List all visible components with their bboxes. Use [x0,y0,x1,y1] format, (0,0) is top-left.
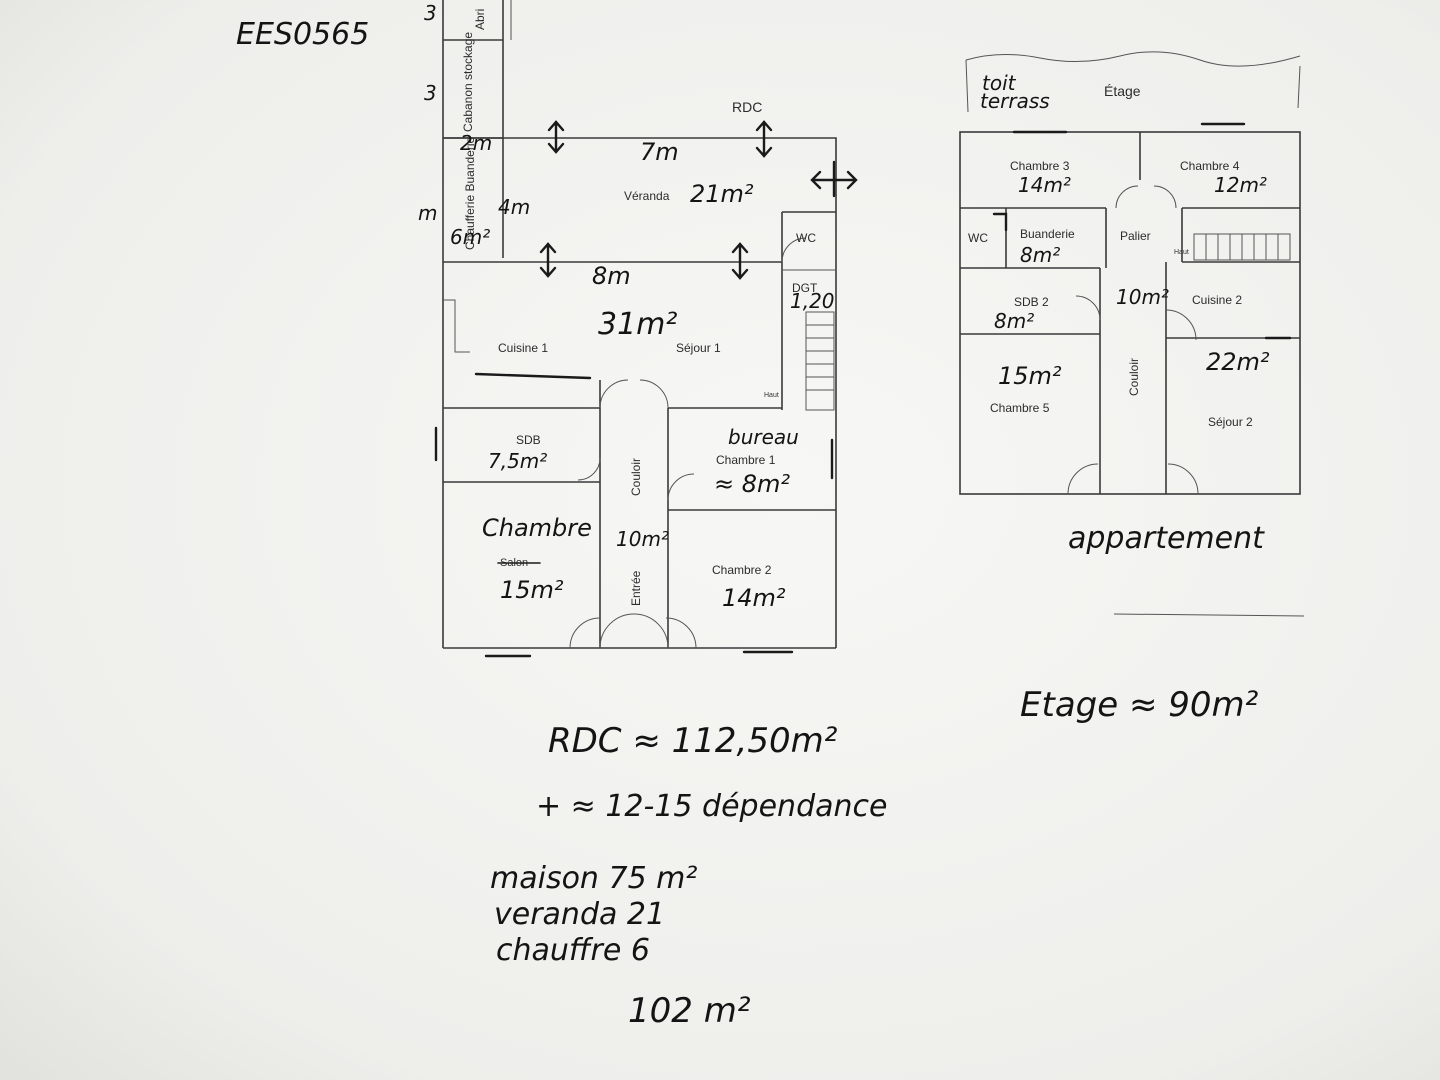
room-wc-etage: WC [968,231,988,245]
hw-salon-area: 15m² [500,576,564,604]
room-etage-title: Étage [1104,83,1141,99]
hw-buanderie-area: 8m² [1020,243,1060,267]
hw-chambre2-area: 14m² [722,584,786,612]
hw-sejour-area: 31m² [598,307,677,342]
room-palier: Palier [1120,229,1151,243]
hw-sdb-area-etage: 8m² [994,309,1034,333]
room-sejour: Séjour 1 [676,341,721,355]
room-cuisine: Cuisine 1 [498,341,548,355]
rdc-stairs-haut: Haut [764,392,779,399]
hw-dim-3b: 3 [424,81,437,105]
etage-plan: toit terrass Étage Haut [959,51,1305,617]
hw-couloir-area: 10m² [616,527,669,551]
hw-etage-caption: appartement [1068,521,1265,556]
total-rdc: RDC ≈ 112,50m² [548,721,838,761]
room-veranda: Véranda [624,189,670,203]
room-chambre2: Chambre 2 [712,563,772,577]
hw-chambre3-area: 14m² [1018,173,1071,197]
room-sdb: SDB [516,433,541,447]
hw-dim-7m: 7m [640,138,679,166]
rdc-plan: Abri Cabanon stockage Chaufferie Buander… [418,0,858,658]
hw-toit: toit [982,71,1017,95]
hw-dgt-dim: 1,20 [790,289,835,313]
room-cabanon: Cabanon stockage [461,32,475,132]
hw-sejour-area-etage: 22m² [1206,348,1270,376]
hw-dim-3a: 3 [424,1,437,25]
room-sdb-etage: SDB 2 [1014,295,1049,309]
hw-sdb-area: 7,5m² [488,449,547,473]
totals: Etage ≈ 90m² RDC ≈ 112,50m² + ≈ 12-15 dé… [490,685,1259,1031]
hw-chambre1-area: ≈ 8m² [714,470,790,498]
total-sum: 102 m² [628,991,751,1031]
hw-terrasse: terrass [980,89,1050,113]
room-chambre5: Chambre 5 [990,401,1050,415]
etage-stairs-haut: Haut [1174,249,1189,256]
room-cuisine-etage: Cuisine 2 [1192,293,1242,307]
hw-arrows [434,120,858,658]
hw-veranda-area: 21m² [690,180,754,208]
room-chaufferie: Chaufferie Buanderie [463,136,477,250]
room-chambre3: Chambre 3 [1010,159,1070,173]
hw-palier-area: 10m² [1116,285,1169,309]
hw-dim-8m: 8m [592,262,631,290]
outbuildings: Abri Cabanon stockage Chaufferie Buander… [442,0,512,258]
ref-code: EES0565 [236,17,369,52]
hw-chambre-label: Chambre [482,514,592,542]
total-veranda: veranda 21 [494,897,665,932]
hw-dim-m-left: m [418,201,437,225]
room-sejour-etage: Séjour 2 [1208,415,1253,429]
hw-chambre4-area: 12m² [1214,173,1267,197]
room-entree: Entrée [629,570,643,606]
hw-chaufferie-dim: 4m [498,195,530,219]
room-couloir: Couloir [629,458,643,496]
total-chaufferie: chauffre 6 [496,933,650,968]
room-chambre1: Chambre 1 [716,453,776,467]
room-chambre4: Chambre 4 [1180,159,1240,173]
hw-chambre5-area: 15m² [998,362,1062,390]
total-etage: Etage ≈ 90m² [1020,685,1259,725]
total-dependance: + ≈ 12-15 dépendance [536,789,887,824]
room-wc: WC [796,231,816,245]
room-buanderie: Buanderie [1020,227,1075,241]
room-dgt: DGT [792,281,818,295]
rdc-title: RDC [732,99,762,115]
room-abri: Abri [473,9,487,30]
hw-bureau: bureau [728,425,799,449]
room-couloir-etage: Couloir [1127,358,1141,396]
total-maison: maison 75 m² [490,861,697,896]
hw-chaufferie-area: 6m² [450,225,490,249]
hw-dim-2m: 2m [460,131,492,155]
